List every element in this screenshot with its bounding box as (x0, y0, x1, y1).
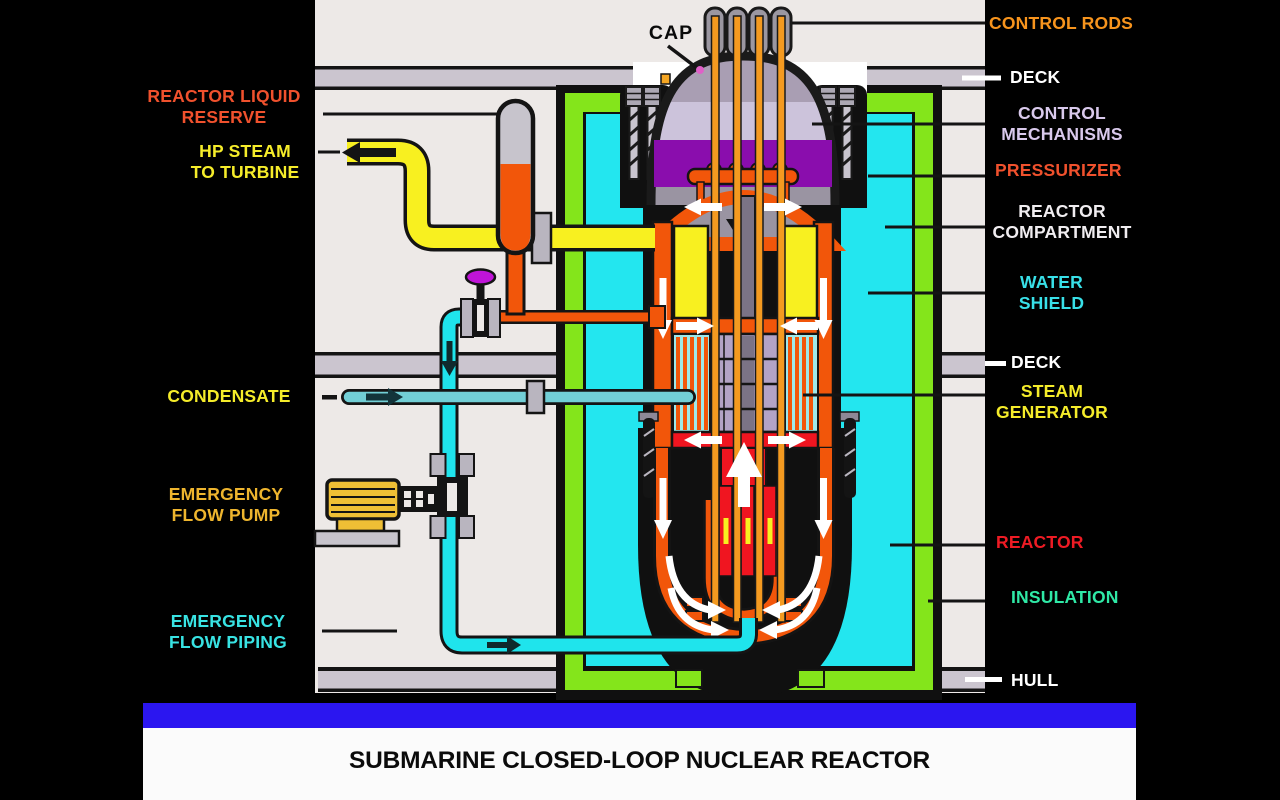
flow-arrows (654, 198, 833, 639)
cap-pointer-dot (696, 66, 704, 74)
title-accent-bar (143, 703, 1136, 728)
label-control-mechanisms: CONTROL MECHANISMS (1001, 103, 1123, 144)
white-pointer-dashes (962, 75, 1006, 682)
leader-lines (318, 21, 985, 633)
control-rods (703, 6, 793, 623)
label-reactor-liquid-reserve: REACTOR LIQUID RESERVE (147, 86, 301, 127)
page-title: SUBMARINE CLOSED-LOOP NUCLEAR REACTOR (348, 747, 931, 774)
title-bar (143, 728, 1136, 800)
label-pressurizer: PRESSURIZER (995, 160, 1122, 180)
label-hull: HULL (1011, 670, 1059, 690)
steam-space (672, 224, 710, 322)
label-reactor: REACTOR (996, 532, 1084, 552)
label-deck-top: DECK (1010, 67, 1061, 87)
label-emergency-flow-pump: EMERGENCY FLOW PUMP (168, 484, 284, 525)
label-steam-generator: STEAM GENERATOR (996, 381, 1108, 422)
condensate-pipe (322, 379, 696, 415)
label-control-rods: CONTROL RODS (989, 13, 1134, 33)
label-deck-mid: DECK (1011, 352, 1062, 372)
label-hp-steam-to-turbine: HP STEAM TO TURBINE (190, 141, 300, 182)
cap-label: CAP (648, 22, 694, 44)
reactor-core (709, 332, 785, 434)
hull-band (318, 667, 985, 692)
label-emergency-flow-piping: EMERGENCY FLOW PIPING (169, 611, 287, 652)
valve-handle (464, 268, 497, 286)
deck-mid (315, 352, 985, 378)
label-condensate: CONDENSATE (167, 386, 291, 406)
label-water-shield: WATER SHIELD (1018, 272, 1085, 313)
label-insulation: INSULATION (1011, 587, 1119, 607)
hp-steam-pipe (342, 138, 655, 265)
reactor-vessel (620, 6, 867, 698)
label-reactor-compartment: REACTOR COMPARTMENT (992, 201, 1132, 242)
reactor-liquid-reserve (460, 98, 666, 338)
emergency-flow-piping (439, 307, 758, 655)
emergency-flow-pump (313, 453, 475, 548)
